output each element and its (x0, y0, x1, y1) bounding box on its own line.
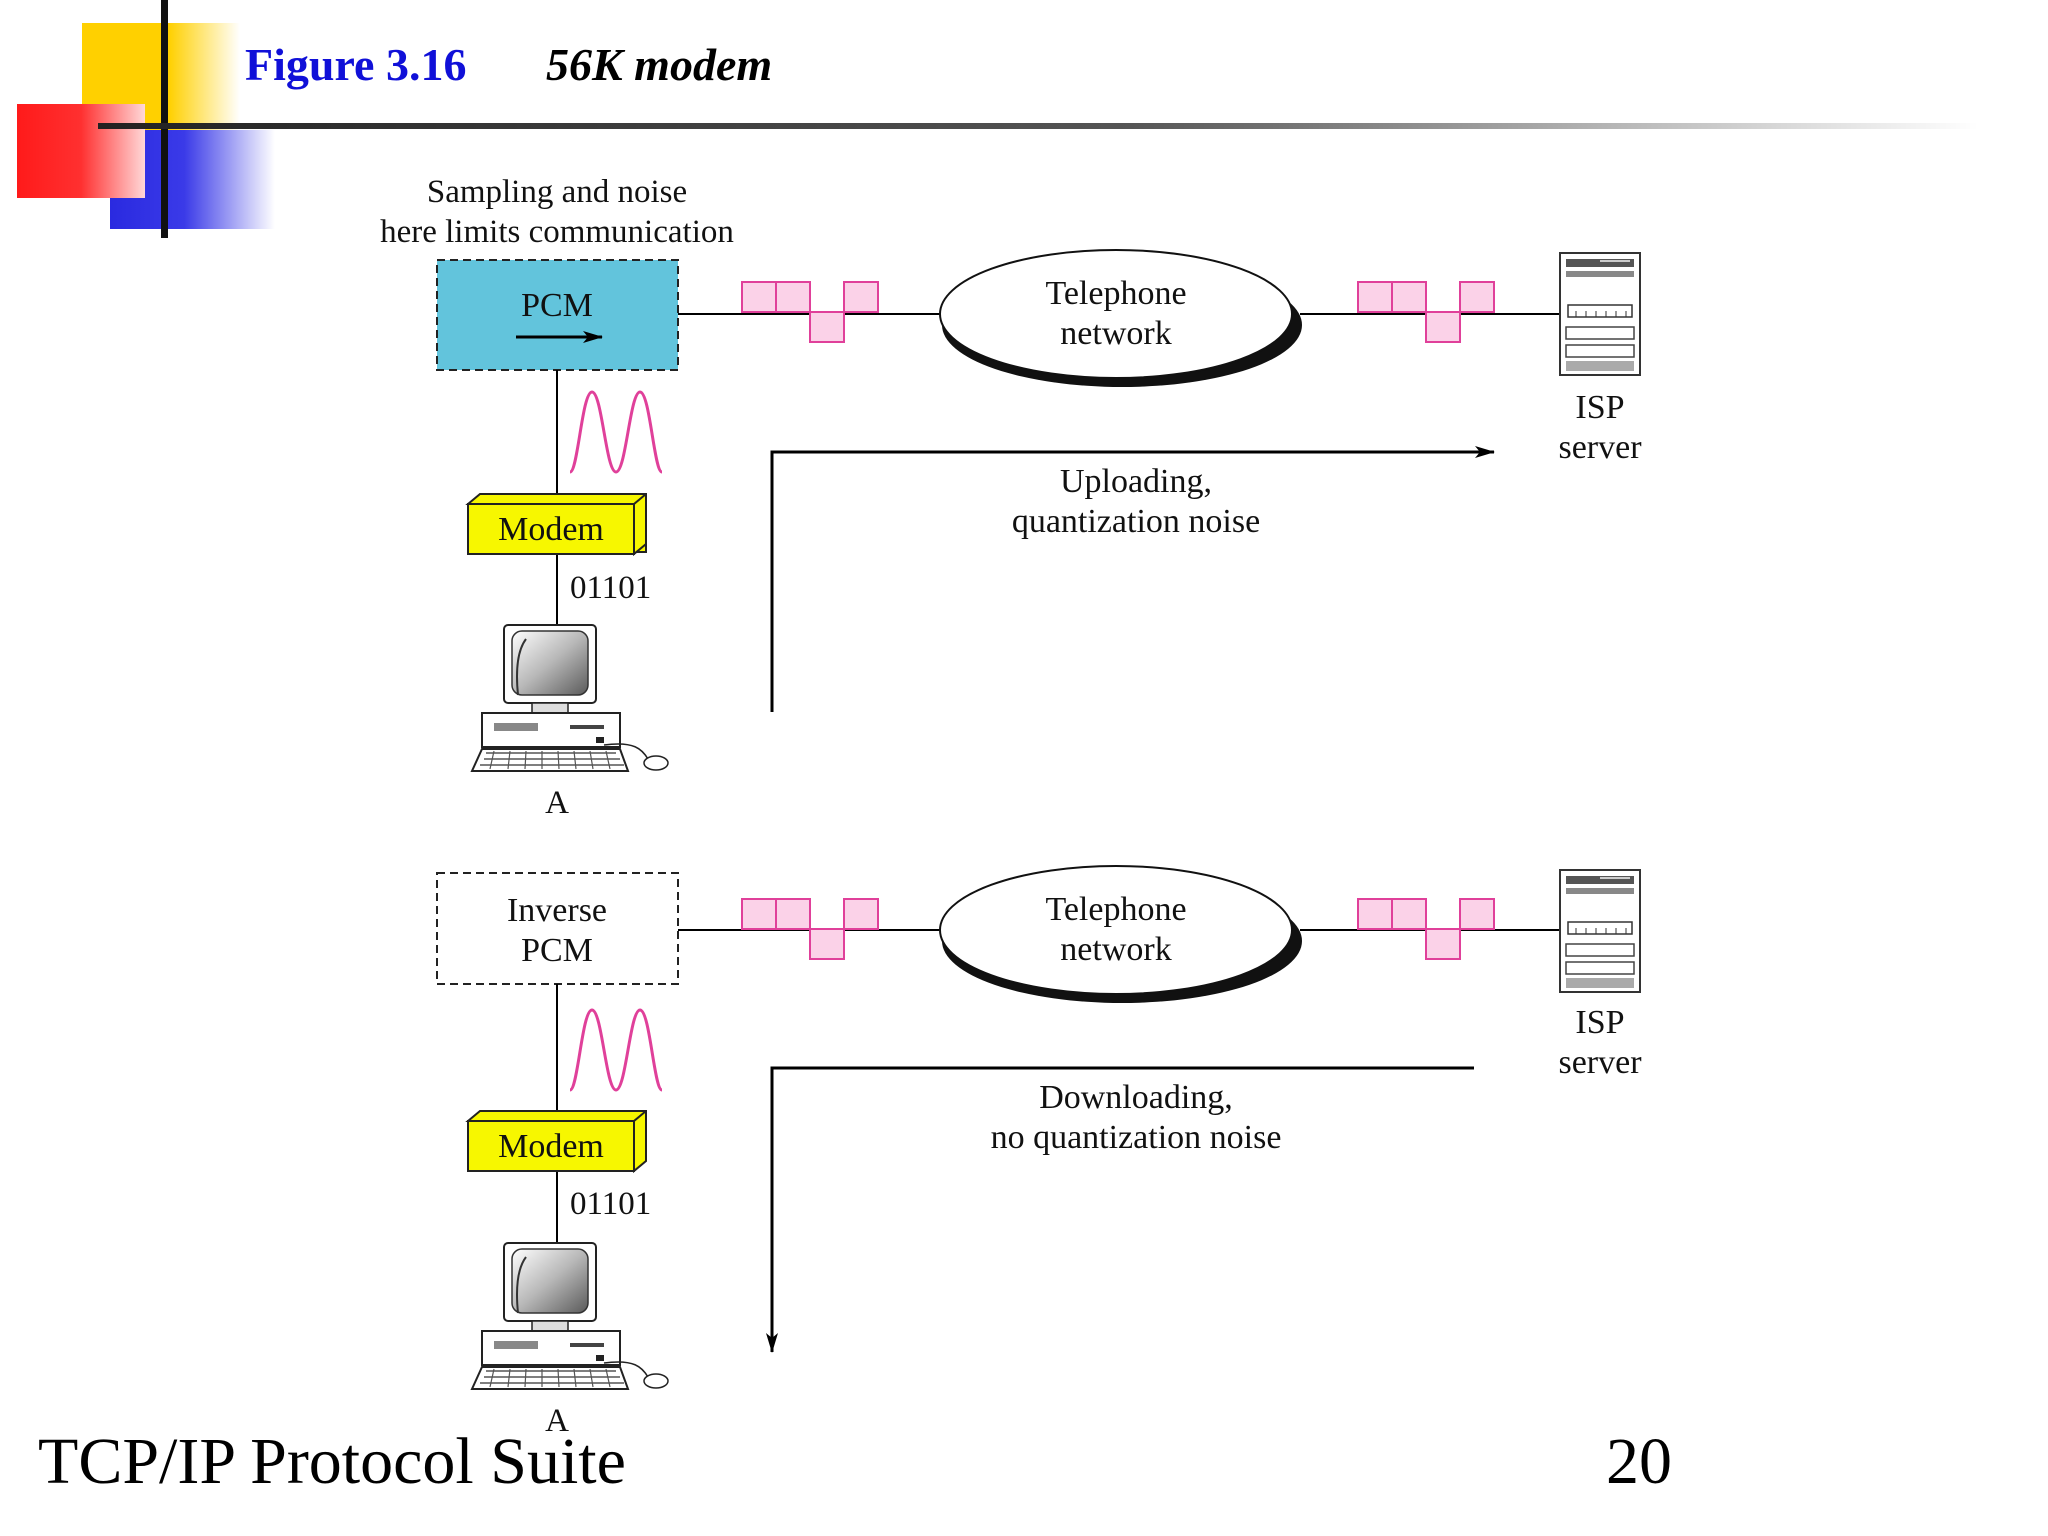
digital-signal-icon (741, 281, 879, 343)
upload-direction-arrow (770, 446, 1495, 712)
sine-wave-icon (568, 1008, 664, 1092)
computer-label: A (545, 785, 569, 821)
download-direction-line1: Downloading, (1039, 1079, 1233, 1116)
footer-suite: TCP/IP Protocol Suite (38, 1425, 626, 1498)
upload-direction-line1: Uploading, (1060, 463, 1212, 500)
inverse-pcm-label-line1: Inverse (507, 892, 607, 929)
network-label-line1: Telephone (1045, 275, 1186, 312)
pcm-label: PCM (521, 287, 593, 324)
digital-signal-icon (1357, 898, 1495, 960)
computer-icon (471, 1242, 669, 1390)
sampling-note-line2: here limits communication (380, 214, 734, 250)
modem-label: Modem (498, 511, 604, 548)
page-number: 20 (1606, 1425, 1672, 1498)
sampling-note-line1: Sampling and noise (427, 174, 687, 210)
figure-label: Figure 3.16 (245, 39, 466, 90)
server-icon (1559, 869, 1641, 993)
modem-label: Modem (498, 1128, 604, 1165)
bits-label: 01101 (570, 570, 651, 606)
network-label-line2: network (1060, 931, 1171, 968)
server-label: server (1558, 429, 1642, 466)
server-label: server (1558, 1044, 1642, 1081)
network-label-line1: Telephone (1045, 891, 1186, 928)
telephone-network (939, 249, 1293, 379)
upload-direction-line2: quantization noise (1012, 503, 1260, 540)
network-label-line2: network (1060, 315, 1171, 352)
modem-box (467, 503, 635, 555)
server-icon (1559, 252, 1641, 376)
download-direction-line2: no quantization noise (991, 1119, 1282, 1156)
telephone-network (939, 865, 1293, 995)
download-panel: Inverse PCM Telephone network ISP server… (436, 865, 1642, 1439)
pcm-box (436, 259, 679, 371)
bits-label: 01101 (570, 1186, 651, 1222)
sine-wave-icon (568, 390, 664, 474)
computer-icon (471, 624, 669, 772)
isp-label: ISP (1575, 1004, 1624, 1041)
computer-label: A (545, 1403, 569, 1439)
decorative-corner (17, 0, 1978, 238)
inverse-pcm-label-line2: PCM (521, 932, 593, 969)
isp-label: ISP (1575, 389, 1624, 426)
figure-title: 56K modem (546, 39, 772, 90)
digital-signal-icon (1357, 281, 1495, 343)
digital-signal-icon (741, 898, 879, 960)
download-direction-arrow (766, 1066, 1474, 1353)
modem-box (467, 1120, 635, 1172)
upload-panel: Sampling and noise here limits communica… (380, 174, 1642, 821)
